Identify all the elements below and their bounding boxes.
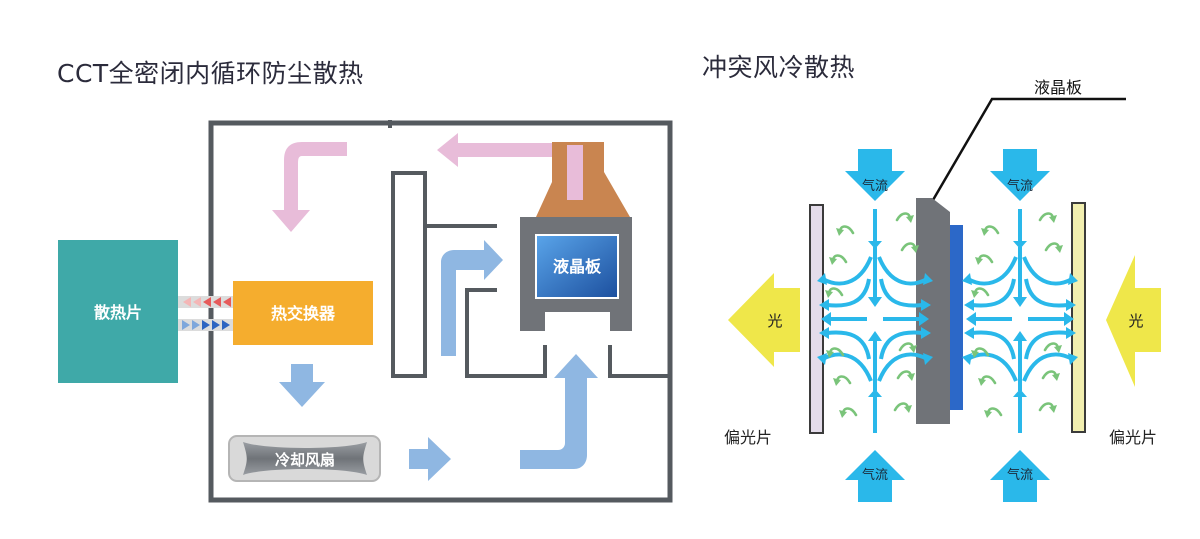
airflow-burst-left	[815, 207, 935, 435]
svg-text:气流: 气流	[862, 178, 888, 194]
lcd-panel-side-view	[916, 198, 963, 424]
svg-text:气流: 气流	[1007, 178, 1033, 194]
lcd-label-right: 液晶板	[1034, 78, 1082, 97]
hot-air-flow-arrow-left	[272, 142, 347, 232]
cooling-fan: 冷却风扇	[228, 435, 381, 482]
cool-air-down-arrow	[279, 364, 325, 407]
left-diagram-title: CCT全密闭内循环防尘散热	[57, 59, 364, 88]
svg-text:气流: 气流	[1007, 467, 1033, 483]
polarizer-right	[1071, 202, 1086, 433]
airflow-arrow-bottom-right: 气流	[990, 450, 1050, 502]
heat-exchanger	[233, 281, 373, 345]
airflow-arrow-bottom-left: 气流	[845, 450, 905, 502]
heat-sink	[58, 240, 178, 383]
lcd-label-left: 液晶板	[553, 257, 602, 276]
heat-transfer-arrows	[178, 296, 234, 331]
heat-sink-label: 散热片	[94, 303, 142, 322]
airflow-arrow-top-right: 气流	[990, 149, 1050, 201]
polarizer-label-right: 偏光片	[1109, 428, 1157, 447]
svg-text:气流: 气流	[862, 467, 888, 483]
lcd-module: 液晶板	[520, 217, 632, 331]
cool-air-flow-arrow-into-lcd	[441, 240, 503, 356]
airflow-burst-right	[960, 207, 1080, 435]
enclosure-outline	[208, 120, 673, 503]
svg-text:光: 光	[1128, 312, 1143, 330]
hot-air-flow-arrow-top	[437, 133, 583, 210]
lcd-leader-line	[924, 97, 1126, 213]
lcd-screen	[535, 234, 619, 299]
light-arrow-left: 光	[728, 273, 800, 367]
airflow-arrow-top-left: 气流	[845, 149, 905, 201]
internal-duct-walls	[391, 171, 668, 378]
polarizer-label-left: 偏光片	[724, 428, 772, 447]
heat-exchanger-label: 热交换器	[271, 304, 336, 323]
cool-air-up-arrow	[520, 354, 598, 469]
svg-text:光: 光	[767, 312, 782, 330]
cooling-fan-label: 冷却风扇	[275, 451, 335, 469]
fan-output-arrow	[409, 437, 451, 481]
light-arrow-right: 光	[1106, 255, 1161, 387]
right-diagram-title: 冲突风冷散热	[702, 53, 856, 82]
